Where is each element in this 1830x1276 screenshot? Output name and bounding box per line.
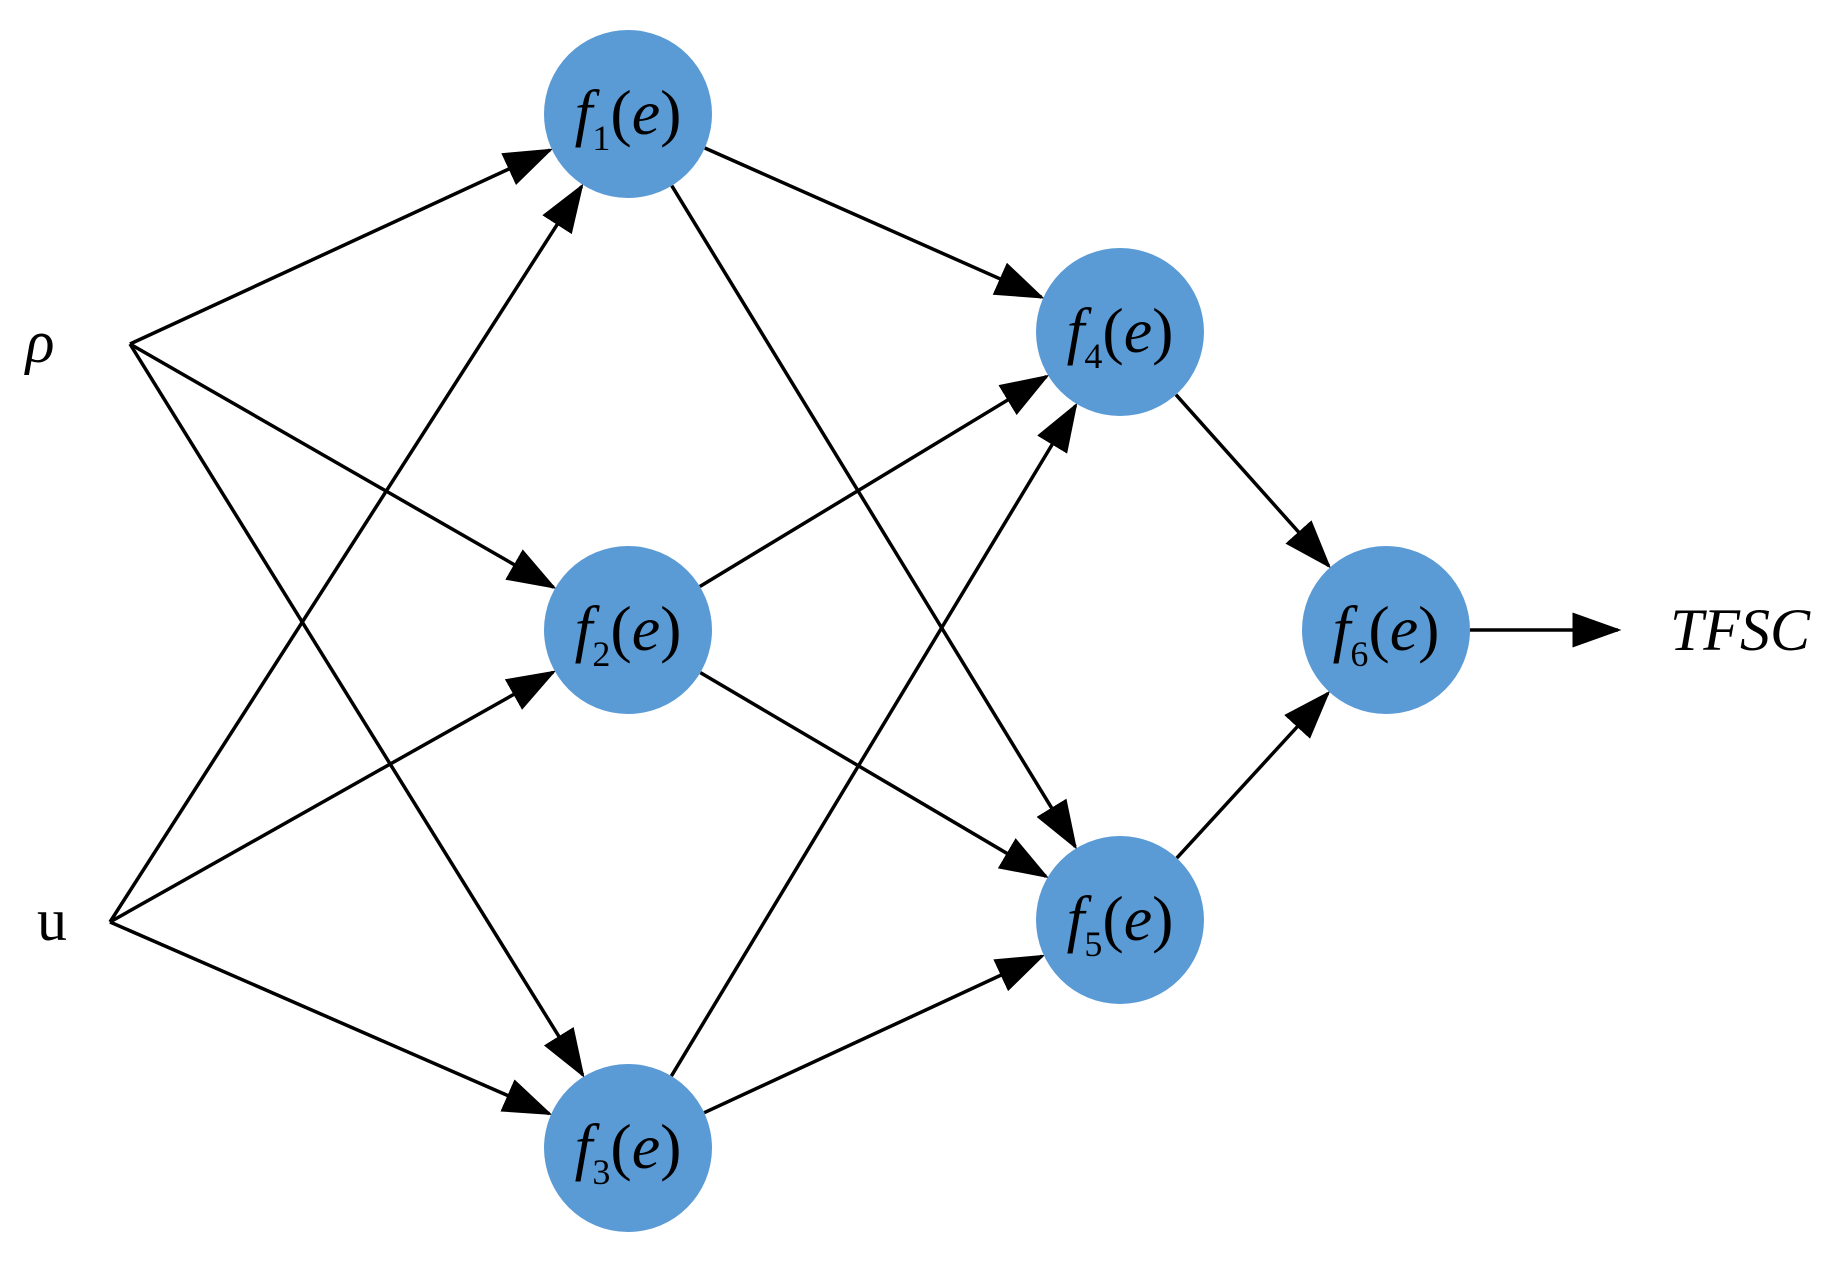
- node-close-paren: ): [660, 77, 681, 148]
- node-subscript: 4: [1084, 336, 1102, 376]
- edge-f2-to-f5: [699, 671, 1049, 879]
- node-f5: f5(e): [1036, 836, 1204, 1004]
- node-circle-f2: [544, 546, 712, 714]
- node-circle-f4: [1036, 248, 1204, 416]
- node-circle-f6: [1302, 546, 1470, 714]
- node-close-paren: ): [660, 1111, 681, 1182]
- labels-layer: ρ u TFSC: [24, 309, 1811, 953]
- edge-f1-to-f5: [670, 184, 1078, 850]
- node-label-f5: f5(e): [1067, 883, 1174, 964]
- node-subscript: 5: [1084, 924, 1102, 964]
- node-arg: e: [632, 77, 660, 148]
- node-subscript: 3: [592, 1152, 610, 1192]
- node-open-paren: (: [610, 593, 631, 664]
- nodes-layer: f1(e) f2(e) f3(e) f4(e) f5(e) f6(e): [544, 30, 1470, 1232]
- node-subscript: 6: [1350, 634, 1368, 674]
- edge-f3-to-f4: [669, 402, 1078, 1077]
- node-close-paren: ): [660, 593, 681, 664]
- node-close-paren: ): [1152, 883, 1173, 954]
- node-open-paren: (: [610, 1111, 631, 1182]
- edge-rho-to-f1: [129, 148, 554, 346]
- node-close-paren: ): [1418, 593, 1439, 664]
- node-circle-f3: [544, 1064, 712, 1232]
- node-arg: e: [1390, 593, 1418, 664]
- node-f1: f1(e): [544, 30, 712, 198]
- node-open-paren: (: [1102, 883, 1123, 954]
- edge-f5-to-f6: [1175, 690, 1331, 860]
- node-arg: e: [1124, 295, 1152, 366]
- node-arg: e: [1124, 883, 1152, 954]
- edges-layer: [108, 146, 1622, 1116]
- node-arg: e: [632, 593, 660, 664]
- edge-rho-to-f2: [129, 342, 557, 589]
- node-label-f2: f2(e): [575, 593, 682, 674]
- input-label-rho: ρ: [24, 309, 55, 375]
- node-label-f6: f6(e): [1333, 593, 1440, 674]
- edge-u-to-f1: [108, 183, 584, 923]
- edge-f1-to-f4: [704, 146, 1045, 299]
- node-subscript: 1: [592, 118, 610, 158]
- node-subscript: 2: [592, 634, 610, 674]
- node-arg: e: [632, 1111, 660, 1182]
- edge-f2-to-f4: [698, 374, 1050, 588]
- node-label-f3: f3(e): [575, 1111, 682, 1192]
- node-open-paren: (: [1368, 593, 1389, 664]
- node-open-paren: (: [610, 77, 631, 148]
- node-label-f4: f4(e): [1067, 295, 1174, 376]
- node-f6: f6(e): [1302, 546, 1470, 714]
- node-circle-f1: [544, 30, 712, 198]
- node-close-paren: ): [1152, 295, 1173, 366]
- input-label-u: u: [37, 887, 67, 953]
- node-f2: f2(e): [544, 546, 712, 714]
- node-f3: f3(e): [544, 1064, 712, 1232]
- output-label-tfsc: TFSC: [1670, 597, 1811, 663]
- edge-rho-to-f3: [128, 343, 585, 1078]
- node-f4: f4(e): [1036, 248, 1204, 416]
- node-circle-f5: [1036, 836, 1204, 1004]
- edge-f4-to-f6: [1174, 393, 1332, 569]
- node-label-f1: f1(e): [575, 77, 682, 158]
- edge-u-to-f3: [109, 920, 553, 1116]
- node-open-paren: (: [1102, 295, 1123, 366]
- edge-f3-to-f5: [703, 954, 1046, 1115]
- edge-u-to-f2: [109, 670, 557, 924]
